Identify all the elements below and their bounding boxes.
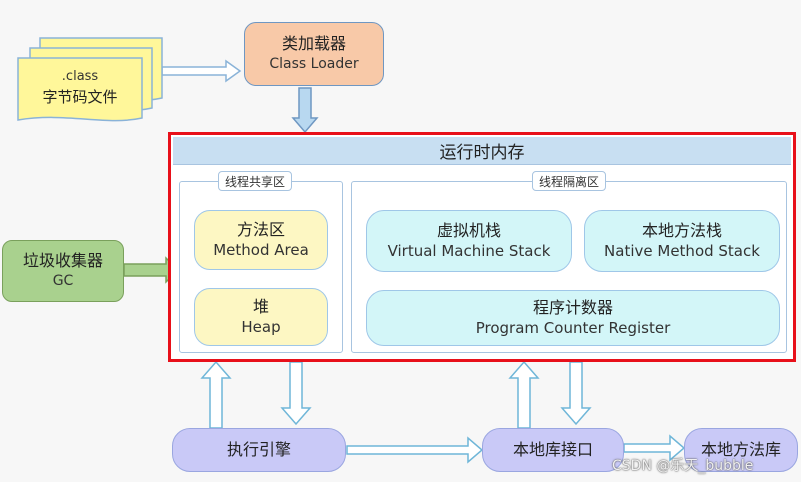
method-area-cn: 方法区 [236, 220, 285, 239]
document-stack-icon [17, 37, 163, 122]
method-area-en: Method Area [213, 241, 309, 259]
pc-register-en: Program Counter Register [475, 319, 671, 337]
native-stack-box: 本地方法栈 Native Method Stack [584, 210, 780, 272]
class-file-ext: .class [61, 69, 99, 84]
runtime-memory-title: 运行时内存 [439, 143, 525, 163]
gc-cn: 垃圾收集器 [22, 251, 103, 270]
method-area-box: 方法区 Method Area [194, 210, 328, 270]
native-stack-cn: 本地方法栈 [641, 221, 722, 240]
execution-engine-box: 执行引擎 [172, 428, 346, 472]
arrow-loader-to-memory [291, 87, 319, 134]
thread-shared-label: 线程共享区 [218, 171, 293, 191]
arrow-memory-down-engine [280, 361, 312, 426]
gc-box: 垃圾收集器 GC [2, 240, 124, 302]
arrow-memory-down-interface [560, 361, 592, 426]
execution-engine-label: 执行引擎 [226, 440, 291, 459]
class-loader-en: Class Loader [269, 56, 359, 72]
runtime-memory: 运行时内存 线程共享区 方法区 Method Area 堆 Heap 线程隔离区… [168, 132, 796, 362]
class-loader-cn: 类加载器 [281, 34, 346, 53]
native-interface-box: 本地库接口 [482, 428, 624, 472]
heap-en: Heap [241, 318, 281, 336]
pc-register-box: 程序计数器 Program Counter Register [366, 290, 780, 346]
thread-isolated-label: 线程隔离区 [532, 171, 607, 191]
thread-shared-area: 线程共享区 方法区 Method Area 堆 Heap [179, 171, 343, 353]
pc-register-cn: 程序计数器 [532, 298, 613, 317]
heap-cn: 堆 [252, 297, 269, 316]
arrow-file-to-loader [161, 59, 242, 83]
thread-isolated-area: 线程隔离区 虚拟机栈 Virtual Machine Stack 本地方法栈 N… [351, 171, 787, 353]
native-library-box: 本地方法库 [684, 428, 798, 472]
watermark: CSDN @乐天_bubble [612, 458, 754, 474]
vm-stack-en: Virtual Machine Stack [387, 242, 551, 260]
class-file: .class 字节码文件 [16, 36, 166, 126]
vm-stack-box: 虚拟机栈 Virtual Machine Stack [366, 210, 572, 272]
native-interface-label: 本地库接口 [512, 440, 593, 459]
class-loader-box: 类加载器 Class Loader [244, 22, 384, 86]
native-library-label: 本地方法库 [700, 440, 781, 459]
arrow-engine-to-interface [346, 436, 484, 464]
runtime-memory-header: 运行时内存 [173, 137, 791, 165]
arrow-engine-up [200, 360, 232, 429]
arrow-interface-up [508, 360, 540, 429]
heap-box: 堆 Heap [194, 288, 328, 346]
gc-en: GC [52, 273, 74, 289]
native-stack-en: Native Method Stack [604, 242, 760, 260]
vm-stack-cn: 虚拟机栈 [436, 221, 501, 240]
class-file-label: 字节码文件 [42, 88, 118, 106]
arrow-interface-to-library [623, 434, 686, 462]
